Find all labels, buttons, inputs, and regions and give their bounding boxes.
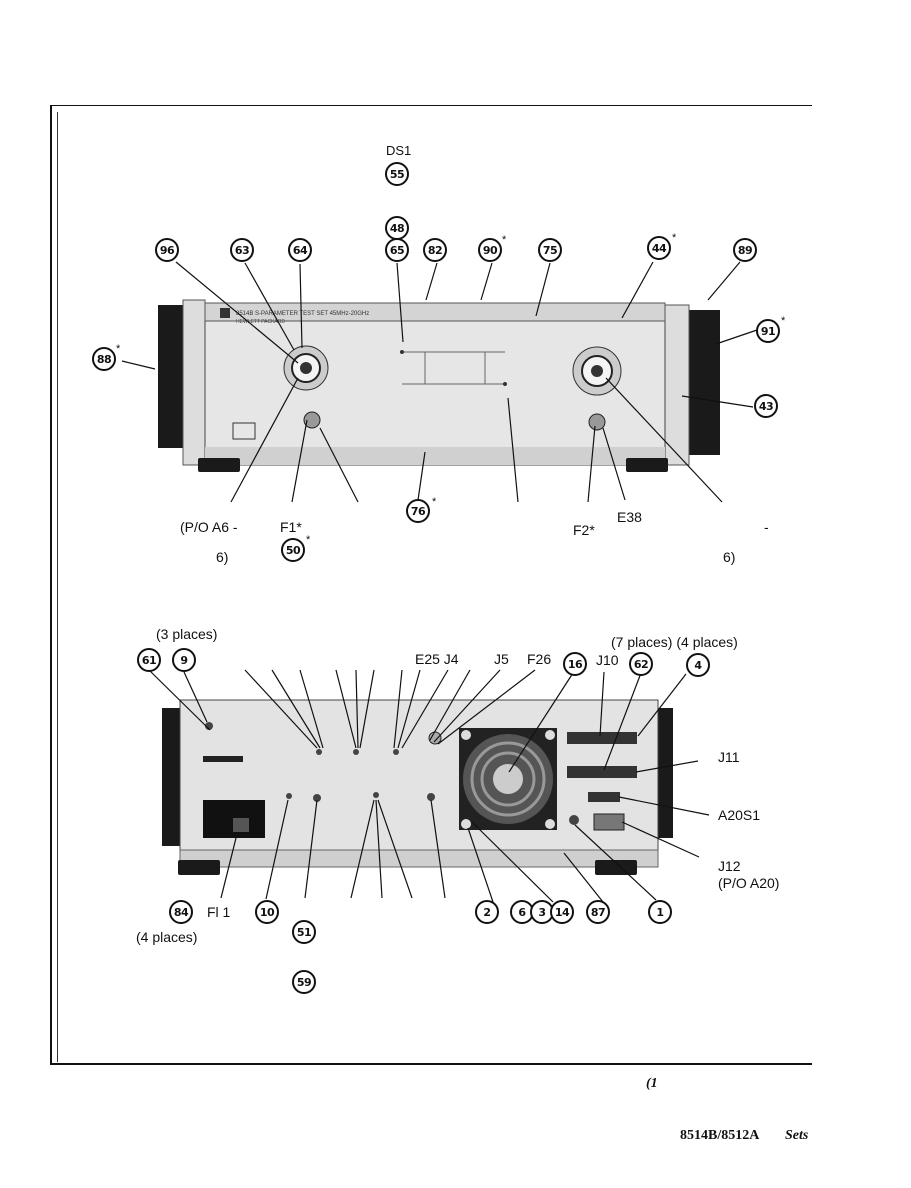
figure-frame	[50, 105, 812, 1065]
svg-text:HEWLETT PACKARD: HEWLETT PACKARD	[236, 319, 285, 325]
callout-62: 62	[629, 652, 653, 676]
seven-four-places-label: (7 places) (4 places)	[611, 634, 738, 650]
po-a20-label: (P/O A20)	[718, 875, 780, 891]
star-88: *	[116, 343, 121, 355]
callout-91: 91	[756, 319, 780, 343]
callout-44: 44	[647, 236, 671, 260]
ds1-label: DS1	[386, 143, 412, 158]
four-places-label: (4 places)	[136, 929, 198, 945]
j10-label: J10	[596, 652, 619, 668]
callout-9: 9	[172, 648, 196, 672]
callout-4: 4	[686, 653, 710, 677]
star-90: *	[502, 234, 507, 246]
dash-right-label: -	[764, 519, 769, 535]
callout-96: 96	[155, 238, 179, 262]
e38-label: E38	[617, 509, 642, 525]
star-91: *	[781, 315, 786, 327]
callout-55: 55	[385, 162, 409, 186]
callout-90: 90	[478, 238, 502, 262]
fl1-label: Fl 1	[207, 904, 231, 920]
six-right-label: 6)	[723, 549, 736, 565]
f1-label: F1*	[280, 519, 302, 535]
callout-14: 14	[550, 900, 574, 924]
callout-89: 89	[733, 238, 757, 262]
callout-16: 16	[563, 652, 587, 676]
callout-84: 84	[169, 900, 193, 924]
figure-frame-inner	[57, 112, 811, 1062]
svg-text:8514B S-PARAMETER TEST SET 4: 8514B S-PARAMETER TEST SET 45MHz-20GHz	[236, 311, 369, 317]
p-o-a6-left-label: (P/O A6 -	[180, 519, 238, 535]
callout-2: 2	[475, 900, 499, 924]
j11-label: J11	[718, 749, 740, 765]
callout-10: 10	[255, 900, 279, 924]
star-44: *	[672, 232, 677, 244]
callout-51: 51	[292, 920, 316, 944]
callout-43: 43	[754, 394, 778, 418]
f26-label: F26	[527, 651, 552, 667]
three-places-label: (3 places)	[156, 626, 218, 642]
figure-note: (1	[646, 1076, 658, 1091]
f2-label: F2*	[573, 522, 595, 538]
model-footer: 8514B/8512A	[680, 1128, 760, 1143]
j5-label: J5	[494, 651, 509, 667]
callout-88: 88	[92, 347, 116, 371]
callout-1: 1	[648, 900, 672, 924]
front-panel-drawing: 8514B S-PARAMETER TEST SET 45MHz-20GHz H…	[121, 261, 758, 503]
callout-48: 48	[385, 216, 409, 240]
star-50: *	[306, 534, 311, 546]
callout-76: 76	[406, 499, 430, 523]
callout-61: 61	[137, 648, 161, 672]
six-left-label: 6)	[216, 549, 229, 565]
callout-59: 59	[292, 970, 316, 994]
j12-label: J12	[718, 858, 741, 874]
callout-82: 82	[423, 238, 447, 262]
callout-50: 50	[281, 538, 305, 562]
e25-j4-label: E25 J4	[415, 651, 459, 667]
star-76: *	[432, 496, 437, 508]
sets-footer: Sets	[785, 1128, 809, 1143]
callout-65: 65	[385, 238, 409, 262]
rear-panel-drawing	[148, 669, 710, 903]
a20s1-label: A20S1	[718, 807, 761, 823]
callout-64: 64	[288, 238, 312, 262]
callout-75: 75	[538, 238, 562, 262]
callout-63: 63	[230, 238, 254, 262]
callout-87: 87	[586, 900, 610, 924]
